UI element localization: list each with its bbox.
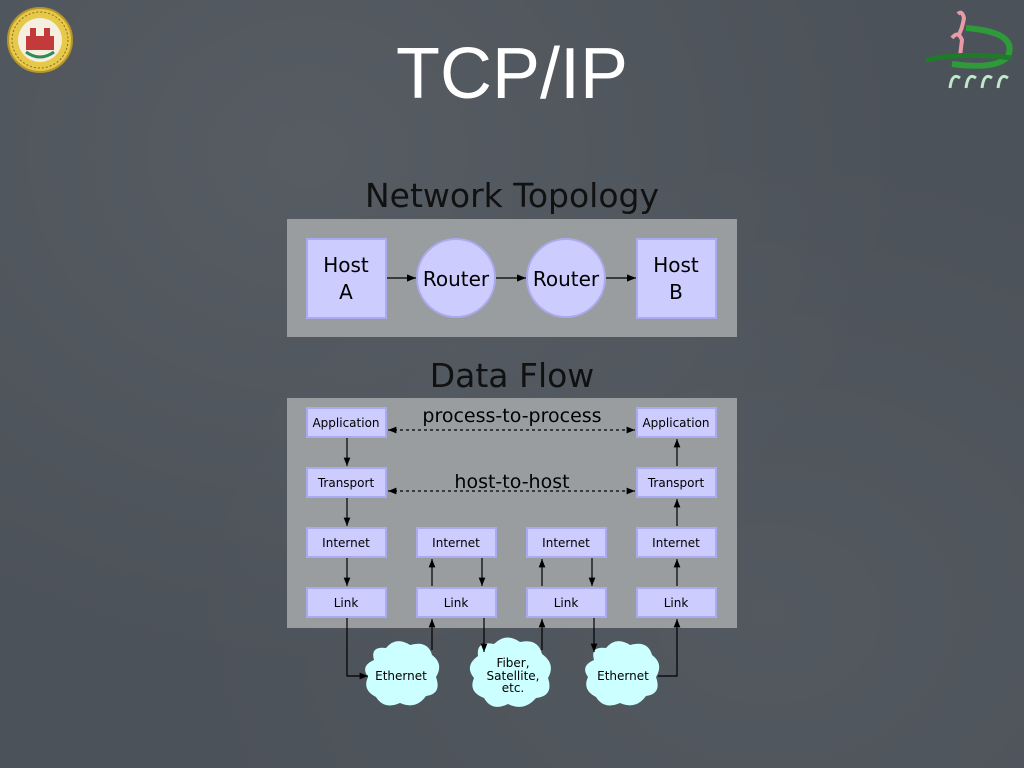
router1-link-layer: Link: [416, 587, 497, 618]
router2-link-layer: Link: [526, 587, 607, 618]
host-to-host-label: host-to-host: [454, 471, 569, 493]
right-link-layer: Link: [636, 587, 717, 618]
left-transport-label: Transport: [317, 476, 375, 490]
ethernet-to-right-link-arrow: [658, 619, 681, 677]
host-b-label: Host: [653, 253, 699, 277]
right-link-label: Link: [664, 596, 689, 610]
router1-link-label: Link: [444, 596, 469, 610]
topology-router-1: Router: [416, 238, 496, 318]
left-link-to-ethernet-arrow: [346, 618, 368, 680]
satellite-label: Satellite,: [487, 669, 540, 683]
host-a-label-line2: A: [339, 280, 353, 304]
host-a-label: Host: [323, 253, 369, 277]
department-logo: [925, 10, 1013, 89]
router1-internet-label: Internet: [432, 536, 480, 550]
fiber-satellite-cloud: Fiber, Satellite, etc.: [469, 637, 551, 707]
data-flow-title: Data Flow: [429, 356, 595, 395]
router2-internet-layer: Internet: [526, 527, 607, 558]
topology-host-b: Host B: [636, 238, 717, 319]
left-application-layer: Application: [306, 407, 387, 438]
right-transport-layer: Transport: [636, 467, 717, 498]
fiber-label: Fiber,: [496, 656, 529, 670]
process-to-process-label: process-to-process: [422, 405, 601, 427]
ethernet-cloud-1: Ethernet: [365, 641, 440, 706]
ethernet-cloud-2: Ethernet: [585, 641, 660, 706]
university-seal-logo: [7, 7, 73, 73]
etc-label: etc.: [502, 681, 525, 695]
router1-internet-layer: Internet: [416, 527, 497, 558]
left-internet-layer: Internet: [306, 527, 387, 558]
left-internet-label: Internet: [322, 536, 370, 550]
ethernet-2-label: Ethernet: [597, 669, 649, 683]
router2-link-label: Link: [554, 596, 579, 610]
host-b-label-line2: B: [669, 280, 683, 304]
network-topology-title: Network Topology: [365, 176, 659, 215]
right-application-label: Application: [642, 416, 709, 430]
router-1-label: Router: [423, 267, 490, 291]
topology-router-2: Router: [526, 238, 606, 318]
topology-host-a: Host A: [306, 238, 387, 319]
router2-internet-label: Internet: [542, 536, 590, 550]
left-link-layer: Link: [306, 587, 387, 618]
slide-title: TCP/IP: [395, 34, 629, 114]
left-application-label: Application: [312, 416, 379, 430]
right-internet-label: Internet: [652, 536, 700, 550]
right-transport-label: Transport: [647, 476, 705, 490]
left-transport-layer: Transport: [306, 467, 387, 498]
ethernet-1-label: Ethernet: [375, 669, 427, 683]
right-internet-layer: Internet: [636, 527, 717, 558]
router-2-label: Router: [533, 267, 600, 291]
right-application-layer: Application: [636, 407, 717, 438]
left-link-label: Link: [334, 596, 359, 610]
